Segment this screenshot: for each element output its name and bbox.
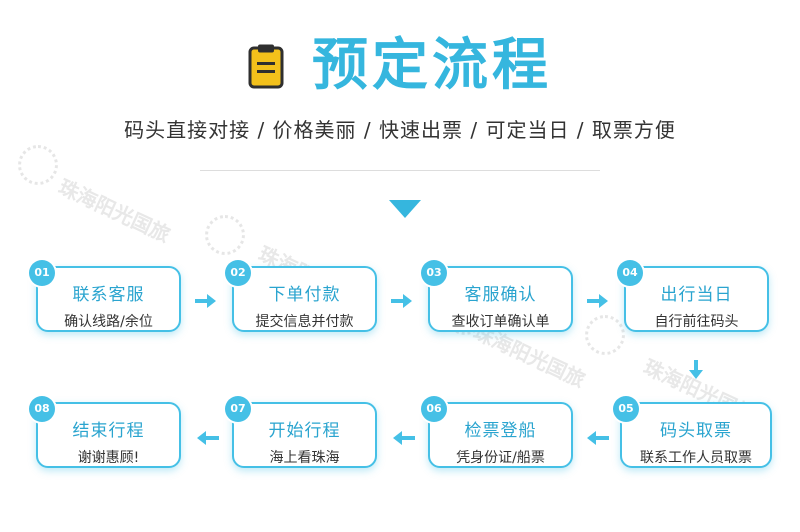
step-description: 凭身份证/船票 bbox=[456, 450, 545, 466]
arrow-right-icon bbox=[587, 293, 609, 309]
step-card-7: 开始行程 海上看珠海 bbox=[232, 402, 377, 468]
step-title: 码头取票 bbox=[660, 421, 732, 441]
step-card-3: 客服确认 查收订单确认单 bbox=[428, 266, 573, 332]
step-number-badge: 01 bbox=[29, 260, 55, 286]
step-title: 检票登船 bbox=[464, 421, 537, 441]
step-title: 出行当日 bbox=[660, 285, 733, 305]
step-description: 查收订单确认单 bbox=[451, 314, 550, 330]
step-description: 海上看珠海 bbox=[269, 450, 340, 466]
step-description: 联系工作人员取票 bbox=[640, 450, 752, 466]
arrow-left-icon bbox=[587, 430, 609, 446]
page-subtitle: 码头直接对接 / 价格美丽 / 快速出票 / 可定当日 / 取票方便 bbox=[124, 118, 676, 142]
step-description: 提交信息并付款 bbox=[255, 314, 354, 330]
arrow-left-icon bbox=[393, 430, 415, 446]
header: 预定流程 码头直接对接 / 价格美丽 / 快速出票 / 可定当日 / 取票方便 bbox=[0, 38, 800, 143]
step-title: 开始行程 bbox=[268, 421, 341, 441]
step-card-2: 下单付款 提交信息并付款 bbox=[232, 266, 377, 332]
step-title: 下单付款 bbox=[268, 285, 341, 305]
watermark-text: 珠海阳光国旅 bbox=[54, 174, 174, 248]
page-title: 预定流程 bbox=[312, 33, 552, 98]
step-number-badge: 05 bbox=[613, 396, 639, 422]
step-card-1: 联系客服 确认线路/余位 bbox=[36, 266, 181, 332]
arrow-down-icon bbox=[689, 360, 703, 380]
step-description: 确认线路/余位 bbox=[64, 314, 153, 330]
clipboard-icon bbox=[248, 44, 284, 89]
step-number-badge: 07 bbox=[225, 396, 251, 422]
step-card-4: 出行当日 自行前往码头 bbox=[624, 266, 769, 332]
step-description: 谢谢惠顾! bbox=[77, 450, 140, 466]
title-row: 预定流程 bbox=[0, 38, 800, 94]
step-title: 结束行程 bbox=[72, 421, 145, 441]
step-description: 自行前往码头 bbox=[654, 314, 739, 330]
watermark-logo-icon bbox=[585, 315, 625, 355]
step-number-badge: 08 bbox=[29, 396, 55, 422]
arrow-left-icon bbox=[197, 430, 219, 446]
watermark-logo-icon bbox=[18, 145, 58, 185]
triangle-down-icon bbox=[389, 200, 421, 218]
watermark-logo-icon bbox=[205, 215, 245, 255]
step-number-badge: 06 bbox=[421, 396, 447, 422]
arrow-right-icon bbox=[195, 293, 217, 309]
step-title: 客服确认 bbox=[464, 285, 537, 305]
arrow-right-icon bbox=[391, 293, 413, 309]
step-number-badge: 02 bbox=[225, 260, 251, 286]
step-number-badge: 03 bbox=[421, 260, 447, 286]
step-card-8: 结束行程 谢谢惠顾! bbox=[36, 402, 181, 468]
step-title: 联系客服 bbox=[72, 285, 145, 305]
step-number-badge: 04 bbox=[617, 260, 643, 286]
step-card-5: 码头取票 联系工作人员取票 bbox=[620, 402, 772, 468]
divider bbox=[200, 170, 600, 171]
step-card-6: 检票登船 凭身份证/船票 bbox=[428, 402, 573, 468]
